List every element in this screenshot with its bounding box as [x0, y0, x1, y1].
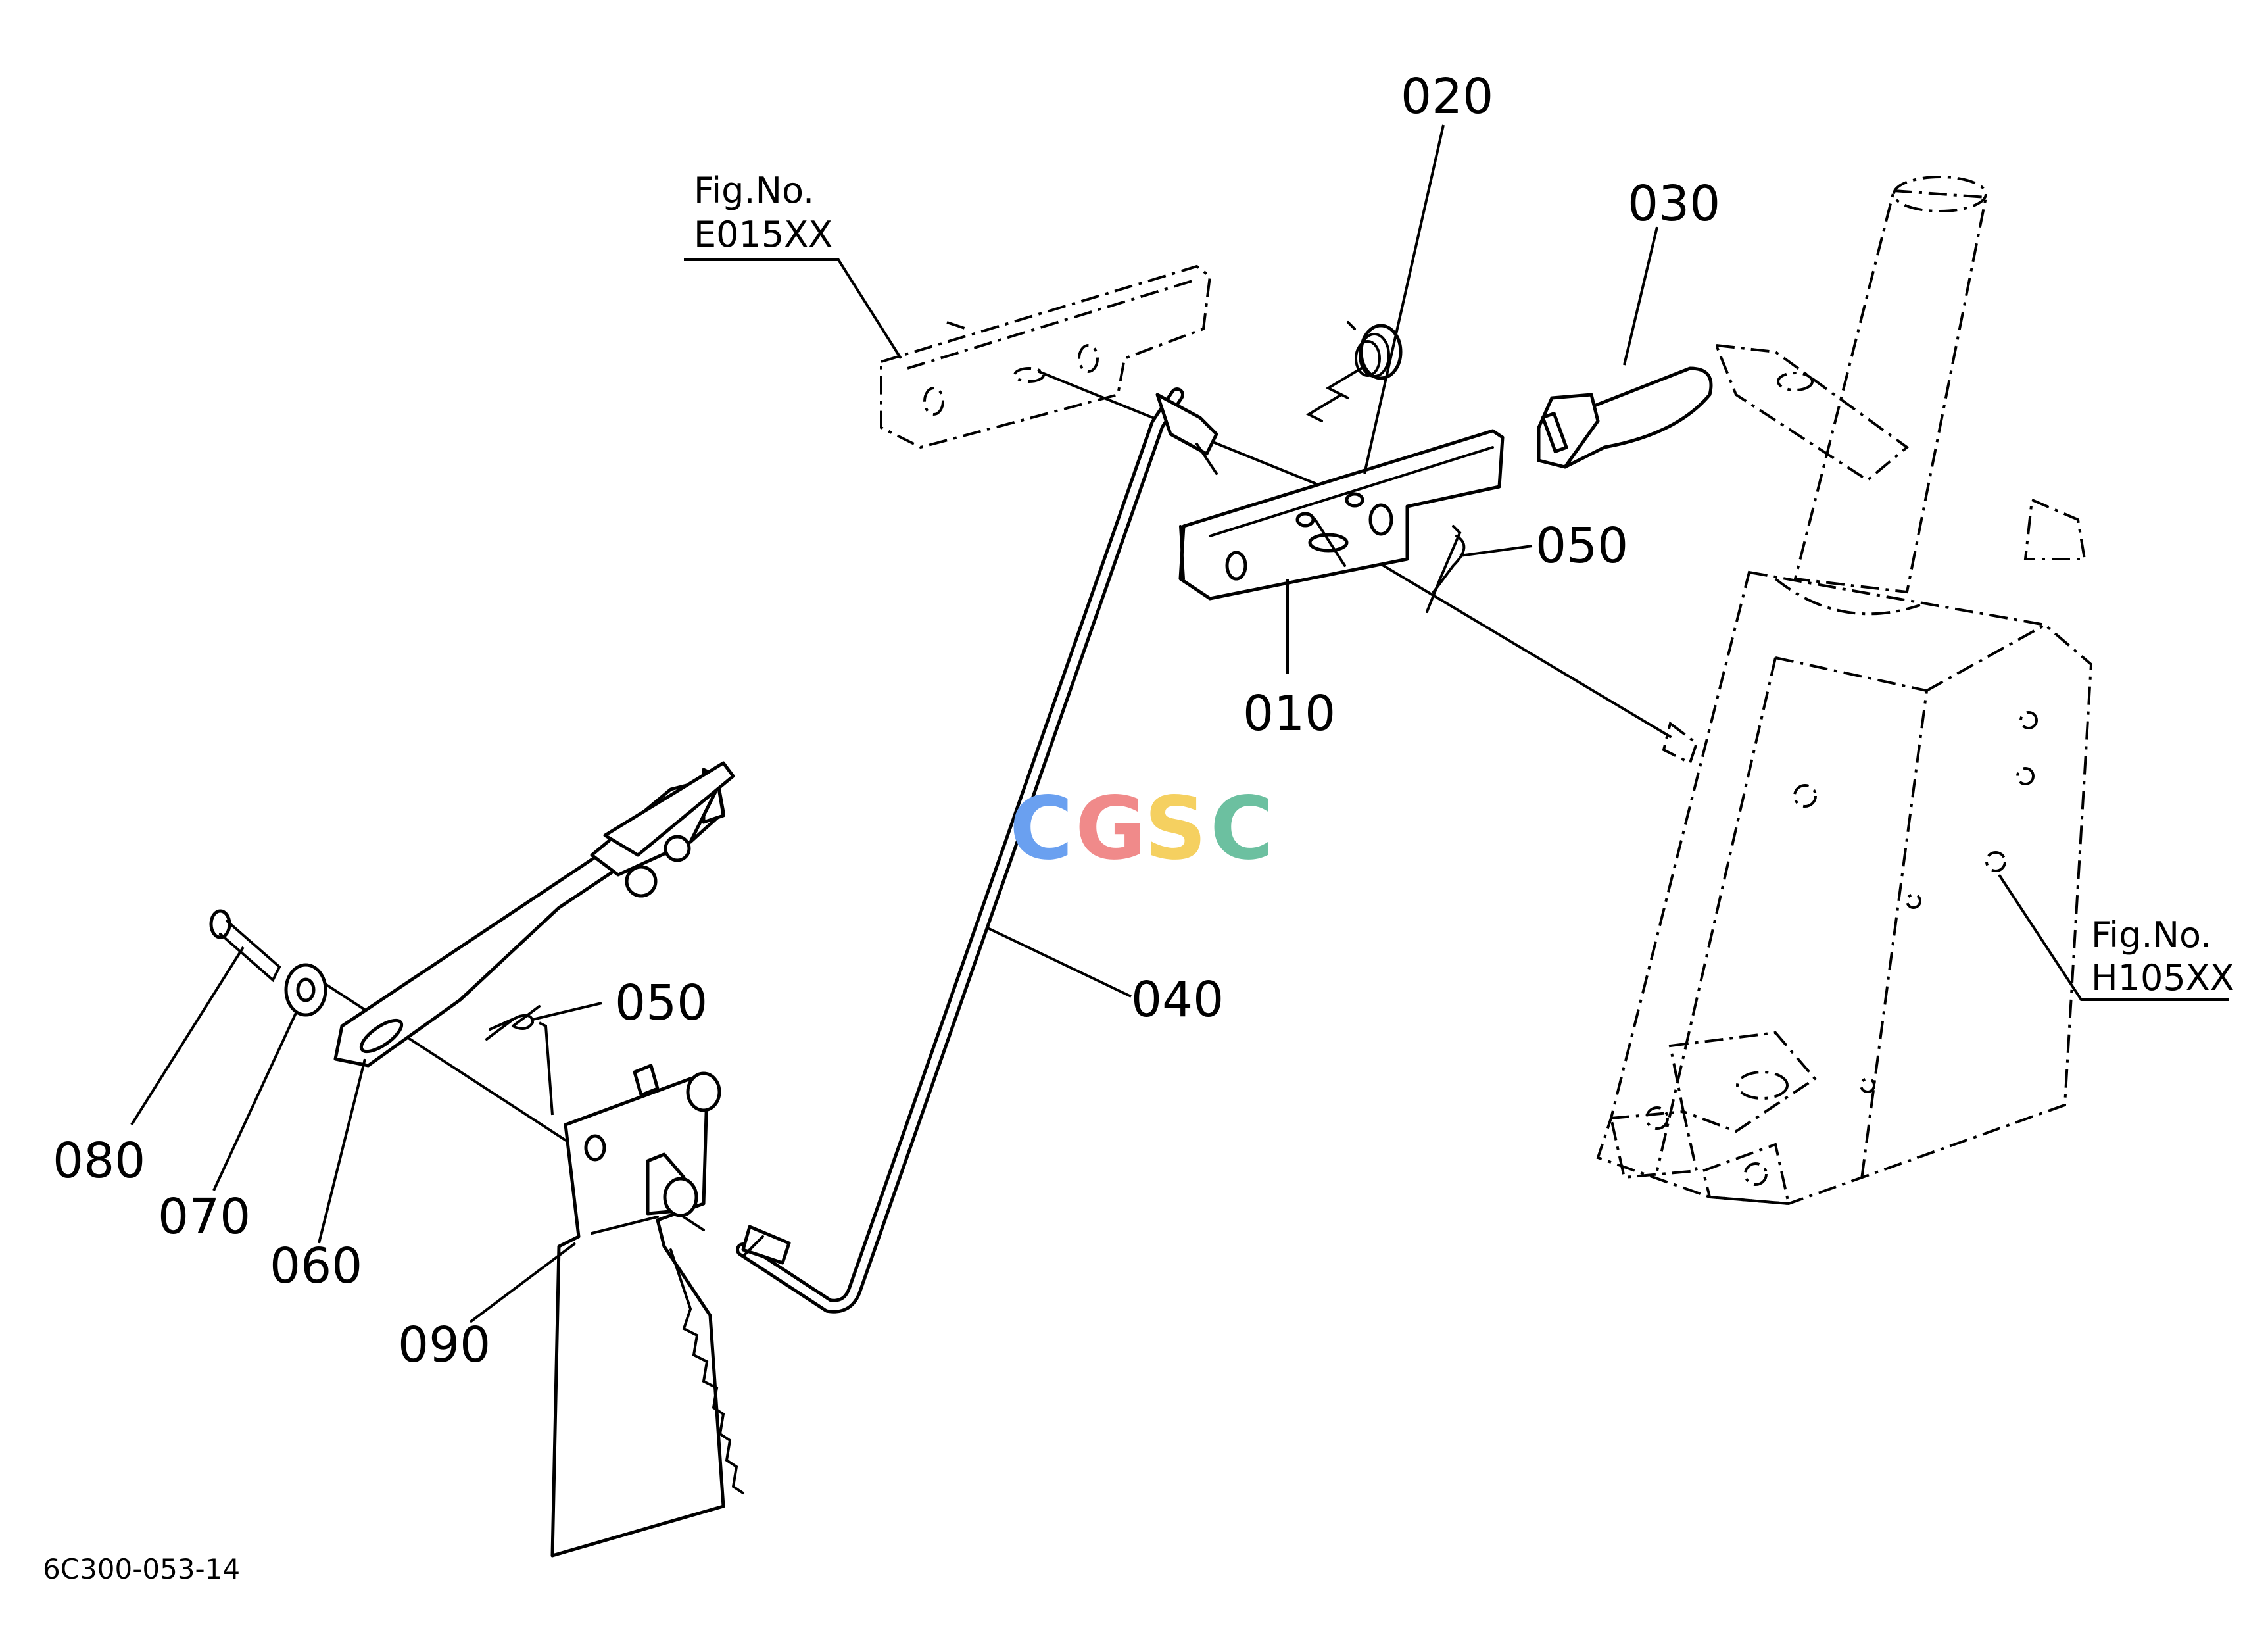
callout-070: 070 [158, 1189, 251, 1245]
reference-bracket-upper [880, 264, 1212, 449]
leader-050-upper [1459, 545, 1533, 557]
part-070-washer [284, 963, 327, 1017]
part-050-snap-pin-upper [1426, 525, 1466, 613]
fig-ref-right-line1: Fig.No. [2091, 914, 2211, 956]
part-090-ratchet-plate [550, 1064, 744, 1558]
fig-ref-upper-line2: E015XX [694, 214, 832, 255]
callout-060: 060 [270, 1238, 362, 1294]
callout-050-lower: 050 [615, 975, 708, 1031]
watermark-letter-3: S [1144, 778, 1207, 879]
watermark-letter-2: G [1075, 778, 1146, 879]
assembly-axis-middle [1327, 531, 1672, 738]
watermark-logo: C G S C [1009, 778, 1274, 879]
callout-080: 080 [53, 1133, 145, 1189]
fig-ref-upper-line1: Fig.No. [694, 170, 814, 211]
part-080-pin [209, 909, 281, 983]
part-060-lever-arm [333, 761, 735, 1068]
part-040-rod [736, 387, 1218, 1314]
leader-050-lower [532, 1002, 602, 1116]
leader-040 [986, 926, 1132, 998]
fig-ref-leader-upper [684, 258, 902, 360]
part-010-slide-guide [1178, 429, 1505, 601]
part-030-grip [1537, 366, 1713, 469]
leader-030 [1623, 226, 1658, 366]
callout-030: 030 [1628, 176, 1720, 232]
leader-080 [130, 946, 245, 1126]
steering-column-bracket [1596, 176, 2093, 1206]
callout-020: 020 [1401, 68, 1493, 125]
leader-090 [469, 1242, 577, 1323]
leader-070 [212, 1012, 297, 1191]
callout-050-upper: 050 [1535, 518, 1628, 574]
fig-ref-leader-right [1998, 873, 2229, 1001]
leader-020 [1363, 124, 1445, 474]
drawing-code: 6C300-053-14 [43, 1553, 240, 1585]
watermark-letter-4: C [1210, 778, 1274, 879]
callout-040: 040 [1131, 971, 1224, 1028]
callout-010: 010 [1243, 685, 1336, 742]
leader-060 [318, 1058, 366, 1244]
callout-090: 090 [398, 1317, 491, 1373]
fig-ref-right-line2: H105XX [2091, 957, 2234, 998]
part-020-spring [1305, 321, 1403, 422]
watermark-letter-1: C [1009, 778, 1073, 879]
part-050-snap-pin-lower [485, 1005, 541, 1041]
